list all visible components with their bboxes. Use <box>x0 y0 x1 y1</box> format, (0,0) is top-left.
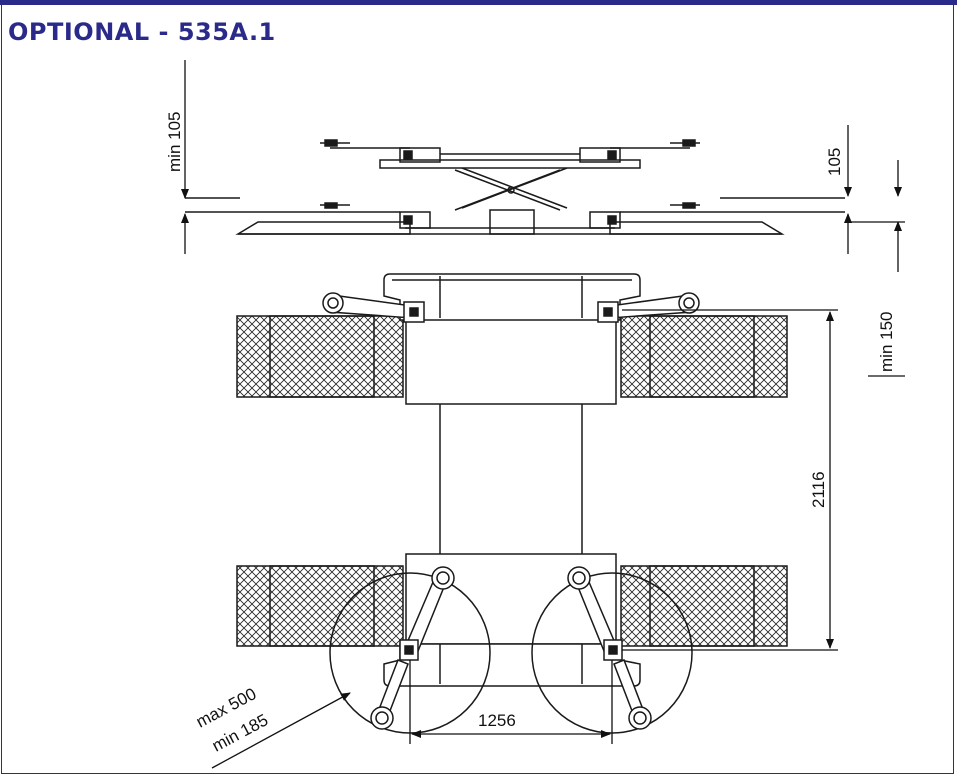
label-105: 105 <box>825 148 844 176</box>
mesh-plate-lower-right <box>620 565 788 647</box>
dim-radius <box>211 692 351 769</box>
top-view <box>236 273 788 734</box>
upper-right-arm <box>597 292 700 323</box>
dim-2116 <box>622 309 838 651</box>
page-title: OPTIONAL - 535A.1 <box>8 18 276 46</box>
mesh-plate-lower-left <box>236 565 404 647</box>
label-1256: 1256 <box>478 711 516 730</box>
label-2116: 2116 <box>809 471 828 508</box>
mesh-plate-upper-left <box>236 315 404 398</box>
side-view <box>185 139 845 235</box>
right-base-plate <box>609 221 785 235</box>
lower-right-arms <box>567 566 652 730</box>
mesh-plate-upper-right <box>620 315 788 398</box>
dim-min-150 <box>848 160 905 377</box>
lower-left-arms <box>370 566 455 730</box>
top-band <box>0 0 957 5</box>
label-min-105: min 105 <box>165 112 184 172</box>
left-base-plate <box>235 221 411 235</box>
label-min-150: min 150 <box>877 312 896 372</box>
dim-1256 <box>409 660 613 744</box>
upper-left-arm <box>322 292 425 323</box>
